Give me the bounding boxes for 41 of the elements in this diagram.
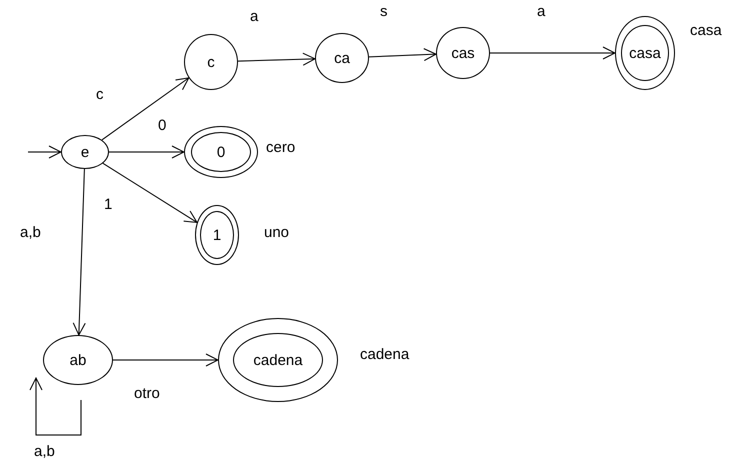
transition-arrow [238, 52, 316, 66]
state-label: 1 [212, 226, 222, 244]
transition-arrow [108, 146, 184, 158]
state-label: 0 [216, 144, 226, 160]
transition-arrow [490, 46, 616, 60]
state-circle [61, 135, 109, 169]
state-label: casa [629, 44, 661, 62]
edge-label: c [96, 86, 104, 103]
state-label: cas [451, 44, 475, 62]
edge-label: otro [134, 385, 160, 402]
state-label: cadena [253, 352, 303, 368]
state-name-label: cadena [360, 346, 410, 363]
edge-label: a,b [34, 443, 55, 460]
transition-arrow [101, 77, 190, 140]
edge-label: a [250, 8, 258, 25]
edge-label: 0 [158, 117, 166, 134]
state-name-label: casa [690, 22, 722, 39]
transition-arrow [112, 354, 218, 366]
accepting-state-circle [218, 318, 338, 402]
transition-arrow [368, 48, 437, 62]
edge-label: a [537, 3, 546, 20]
accepting-state-circle [615, 16, 675, 90]
state-label: ab [70, 352, 86, 368]
transition-arrow [72, 168, 86, 336]
edge-label: 1 [104, 196, 112, 213]
accepting-state-circle [184, 126, 258, 178]
edge-label: a,b [20, 224, 41, 241]
state-label: ca [334, 50, 350, 66]
state-name-label: cero [266, 139, 296, 156]
state-name-label: uno [264, 224, 290, 241]
start-arrow [28, 146, 62, 158]
transition-arrow [102, 162, 198, 223]
state-label: c [207, 54, 215, 70]
state-circle [43, 335, 113, 385]
accepting-state-circle [195, 205, 239, 265]
state-circle [184, 34, 238, 90]
state-label: e [80, 144, 90, 160]
state-circle [315, 33, 369, 83]
self-loop-arrow [30, 378, 82, 436]
edge-label: s [380, 3, 388, 20]
state-circle [436, 27, 490, 79]
